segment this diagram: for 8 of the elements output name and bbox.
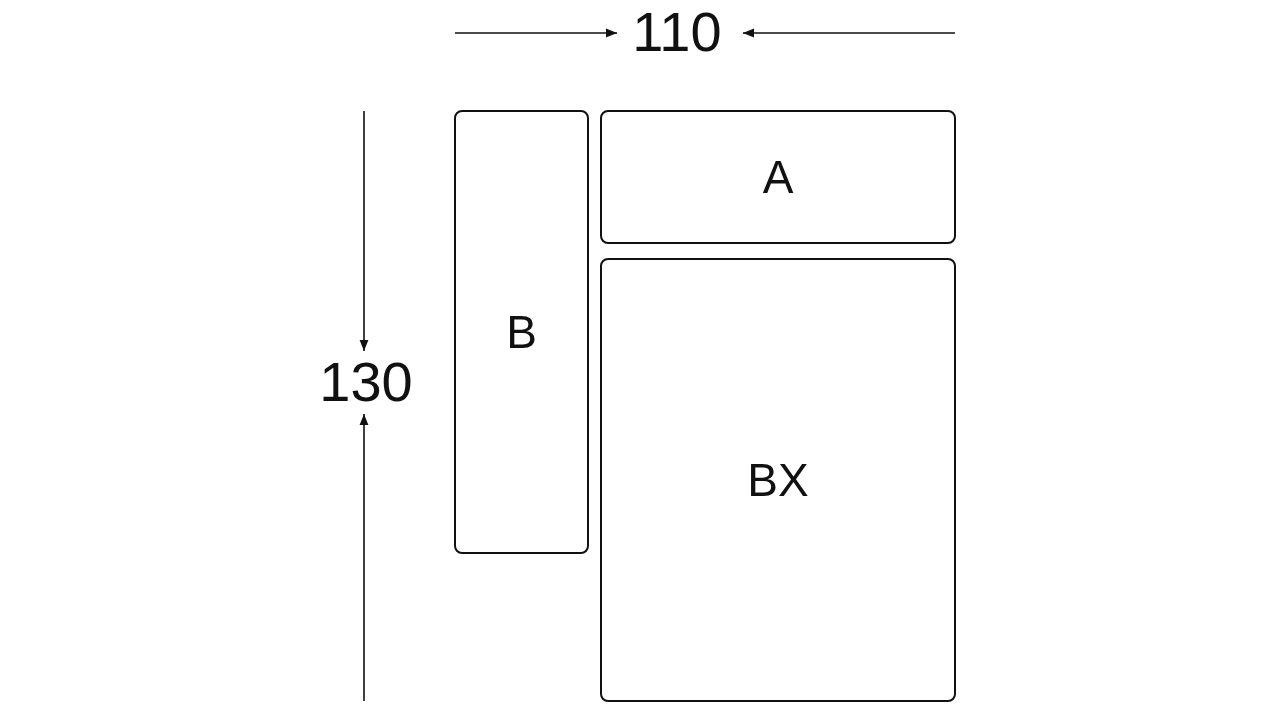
part-box [454,110,589,554]
dimension-label: 130 [319,354,413,410]
part-box [600,110,956,244]
part-label: BX [747,457,809,503]
dimension-label: 110 [632,4,722,60]
part-label: A [762,154,794,200]
part-label: B [506,309,537,355]
part-box [600,258,956,702]
